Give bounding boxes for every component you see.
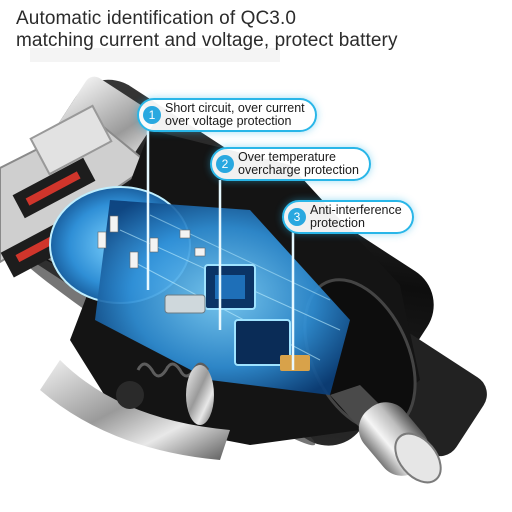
callout-1-line-1: Short circuit, over current [165, 101, 305, 115]
circuit-board [49, 186, 350, 395]
callout-2-line-2: overcharge protection [238, 163, 359, 177]
reflection [30, 48, 280, 62]
callout-number-1: 1 [143, 106, 161, 124]
headline: Automatic identification of QC3.0 matchi… [16, 8, 506, 52]
headline-line-1: Automatic identification of QC3.0 [16, 8, 296, 29]
callout-number-3: 3 [288, 208, 306, 226]
callout-text-2: Over temperature overcharge protection [238, 151, 359, 177]
callout-over-temperature: 2 Over temperature overcharge protection [210, 147, 371, 181]
callout-short-circuit: 1 Short circuit, over current over volta… [137, 98, 317, 132]
callout-text-3: Anti-interference protection [310, 204, 402, 230]
usb-port-icon [0, 104, 152, 278]
callout-number-2: 2 [216, 155, 234, 173]
callout-lines [146, 130, 295, 370]
callout-3-line-2: protection [310, 216, 365, 230]
connector-tip [330, 385, 442, 484]
callout-2-line-1: Over temperature [238, 150, 336, 164]
callout-3-line-1: Anti-interference [310, 203, 402, 217]
callout-1-line-2: over voltage protection [165, 114, 292, 128]
headline-line-2: matching current and voltage, protect ba… [16, 30, 398, 51]
callout-text-1: Short circuit, over current over voltage… [165, 102, 305, 128]
callout-anti-interference: 3 Anti-interference protection [282, 200, 414, 234]
